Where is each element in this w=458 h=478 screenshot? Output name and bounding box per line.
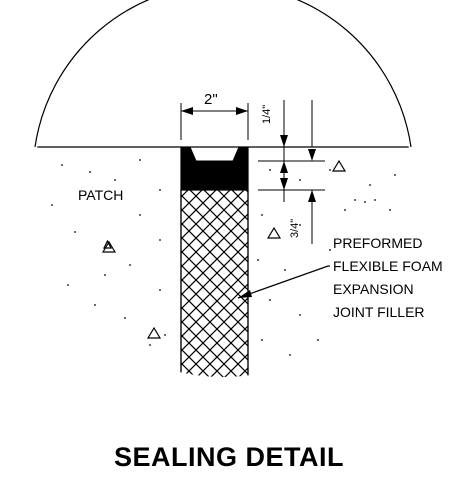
sealant [180, 146, 249, 191]
width-dimension-label: 2" [204, 91, 218, 108]
callout-line-4: JOINT FILLER [333, 304, 425, 320]
callout-line-3: EXPANSION [333, 281, 414, 297]
top-depth-label: 1/4" [261, 105, 273, 124]
callout-text: PREFORMED FLEXIBLE FOAM EXPANSION JOINT … [333, 235, 443, 320]
seal-depth-label: 3/4" [289, 219, 301, 238]
depth-dimension [258, 100, 325, 244]
concrete-slab [33, 146, 413, 377]
callout-line-2: FLEXIBLE FOAM [333, 258, 443, 274]
aggregate-triangles [101, 159, 347, 339]
foam-filler [180, 189, 249, 377]
callout-line-1: PREFORMED [333, 235, 422, 251]
callout-leader [237, 265, 330, 299]
detail-circle [34, 0, 412, 148]
diagram-title: SEALING DETAIL [114, 442, 344, 472]
patch-label: PATCH [78, 187, 123, 203]
width-dimension [180, 103, 249, 140]
